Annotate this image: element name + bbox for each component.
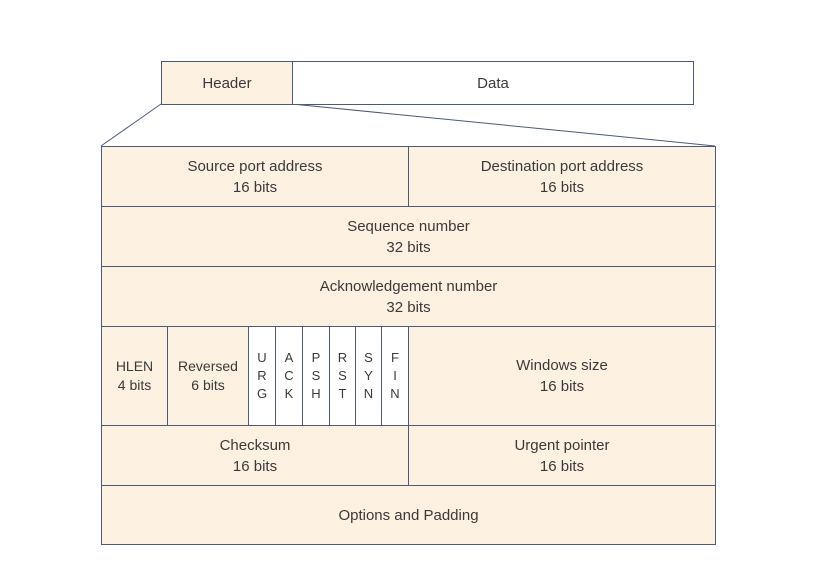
urgent-pointer-size: 16 bits — [539, 457, 585, 475]
flag-rst-letter-1: R — [337, 350, 348, 365]
options-padding-field: Options and Padding — [101, 485, 716, 545]
segment-header-label: Header — [202, 74, 252, 92]
checksum-size: 16 bits — [232, 457, 278, 475]
sequence-number-field: Sequence number 32 bits — [101, 206, 716, 267]
acknowledgement-number-size: 32 bits — [386, 298, 431, 316]
acknowledgement-number-field: Acknowledgement number 32 bits — [101, 266, 716, 327]
checksum-name: Checksum — [219, 436, 291, 454]
sequence-number-size: 32 bits — [386, 238, 431, 256]
flag-syn-letter-2: Y — [364, 368, 373, 383]
source-port-size: 16 bits — [232, 178, 278, 196]
flag-rst: R S T — [329, 326, 356, 426]
flag-rst-letter-2: S — [338, 368, 347, 383]
destination-port-size: 16 bits — [539, 178, 585, 196]
flag-urg-letter-3: G — [256, 386, 268, 401]
reserved-name: Reversed — [178, 358, 238, 374]
flag-urg: U R G — [248, 326, 276, 426]
segment-data-label: Data — [477, 74, 509, 92]
flag-fin-letter-2: I — [393, 368, 397, 383]
flag-psh-letter-1: P — [311, 350, 321, 365]
reserved-field: Reversed 6 bits — [167, 326, 249, 426]
window-size-name: Windows size — [516, 357, 608, 374]
window-size-field: Windows size 16 bits — [408, 326, 716, 426]
flag-syn-letter-1: S — [364, 350, 373, 365]
flag-fin: F I N — [381, 326, 409, 426]
hlen-name: HLEN — [115, 358, 154, 374]
reserved-size: 6 bits — [191, 377, 225, 393]
flag-psh-letter-2: S — [311, 368, 321, 383]
flag-urg-letter-1: U — [257, 350, 267, 365]
flag-psh: P S H — [302, 326, 330, 426]
sequence-number-name: Sequence number — [347, 217, 470, 235]
destination-port-name: Destination port address — [480, 157, 644, 175]
hlen-size: 4 bits — [117, 377, 152, 393]
flag-ack-letter-1: A — [284, 350, 294, 365]
hlen-field: HLEN 4 bits — [101, 326, 168, 426]
options-padding-name: Options and Padding — [338, 506, 479, 524]
flag-ack-letter-2: C — [284, 368, 294, 383]
flag-urg-letter-2: R — [257, 368, 267, 383]
source-port-field: Source port address 16 bits — [101, 146, 409, 207]
flag-ack: A C K — [275, 326, 303, 426]
source-port-name: Source port address — [187, 157, 323, 175]
destination-port-field: Destination port address 16 bits — [408, 146, 716, 207]
flag-ack-letter-3: K — [284, 386, 294, 401]
flag-syn-letter-3: N — [363, 386, 374, 401]
flag-psh-letter-3: H — [311, 386, 321, 401]
flag-rst-letter-3: T — [338, 386, 347, 401]
segment-data-box: Data — [292, 61, 694, 105]
segment-header-box: Header — [161, 61, 293, 105]
flag-fin-letter-1: F — [391, 350, 399, 365]
window-size-size: 16 bits — [539, 378, 585, 395]
checksum-field: Checksum 16 bits — [101, 425, 409, 486]
urgent-pointer-field: Urgent pointer 16 bits — [408, 425, 716, 486]
acknowledgement-number-name: Acknowledgement number — [319, 277, 498, 295]
flag-fin-letter-3: N — [390, 386, 400, 401]
flag-syn: S Y N — [355, 326, 382, 426]
urgent-pointer-name: Urgent pointer — [514, 436, 610, 454]
